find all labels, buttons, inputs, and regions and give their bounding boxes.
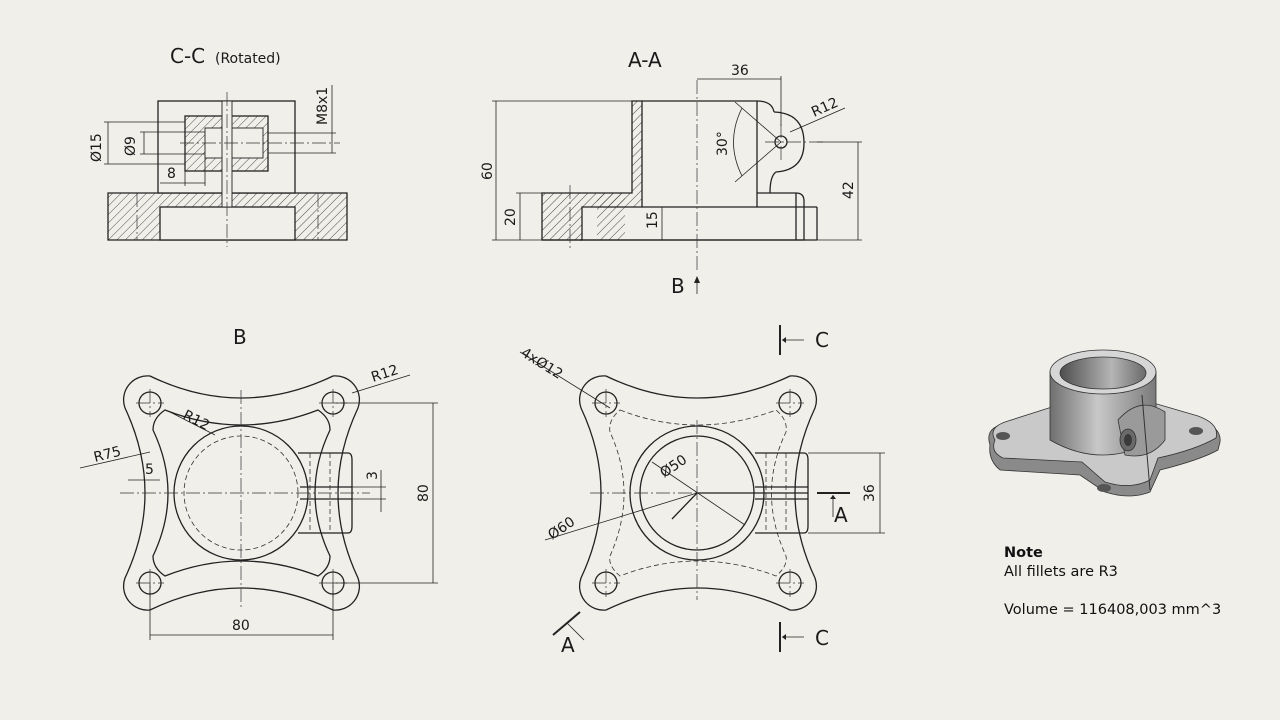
b-dim-r75: R75 (92, 444, 123, 466)
cut-a-right-label: A (834, 503, 848, 527)
top-dim-holes: 4xØ12 (518, 345, 566, 383)
section-aa-view: A-A 36 R12 30° 60 20 15 (480, 48, 862, 298)
note-volume: Volume = 116408,003 mm^3 (1004, 602, 1222, 618)
cut-c-bottom-label: C (815, 626, 829, 650)
top-dim-36: 36 (862, 484, 878, 502)
note-heading: Note (1004, 545, 1043, 561)
b-dim-80-horizontal: 80 (232, 618, 250, 634)
section-aa-title: A-A (628, 48, 662, 72)
section-cc-view: C-C (Rotated) Ø15 Ø9 M8x1 8 (89, 44, 348, 247)
aa-dim-20: 20 (503, 208, 519, 226)
b-dim-r12-inner: R12 (180, 407, 212, 434)
aa-dim-36: 36 (731, 63, 749, 79)
b-dim-3: 3 (365, 471, 381, 480)
aa-dim-15: 15 (645, 211, 661, 229)
aa-dim-60: 60 (480, 162, 496, 180)
section-cc-subtitle: (Rotated) (215, 51, 281, 67)
cut-c-top-label: C (815, 328, 829, 352)
cut-a-bottom-label: A (561, 633, 575, 657)
cc-dim-phi9: Ø9 (123, 136, 139, 156)
b-dim-r12-outer: R12 (369, 362, 400, 386)
top-outline (578, 375, 818, 611)
top-view: 4xØ12 Ø50 Ø60 36 C C A A (518, 325, 885, 657)
view-arrow-b-label: B (671, 274, 685, 298)
iso-3d-model (988, 349, 1221, 497)
b-dim-5: 5 (145, 462, 154, 478)
cc-dim-8: 8 (167, 166, 176, 182)
section-cc-title: C-C (170, 44, 205, 68)
cc-dim-phi15: Ø15 (89, 133, 105, 162)
view-b: B R12 R12 R75 5 3 (79, 325, 438, 640)
view-b-title: B (233, 325, 247, 349)
b-dim-80-vertical: 80 (416, 484, 432, 502)
cc-dim-thread: M8x1 (315, 87, 331, 125)
top-dim-phi60: Ø60 (545, 514, 578, 543)
aa-dim-30deg: 30° (715, 131, 731, 156)
note-block: Note All fillets are R3 Volume = 116408,… (1004, 544, 1221, 620)
aa-dim-42: 42 (841, 181, 857, 199)
note-fillets: All fillets are R3 (1004, 564, 1118, 580)
cut-a-bottom-line (552, 611, 581, 636)
